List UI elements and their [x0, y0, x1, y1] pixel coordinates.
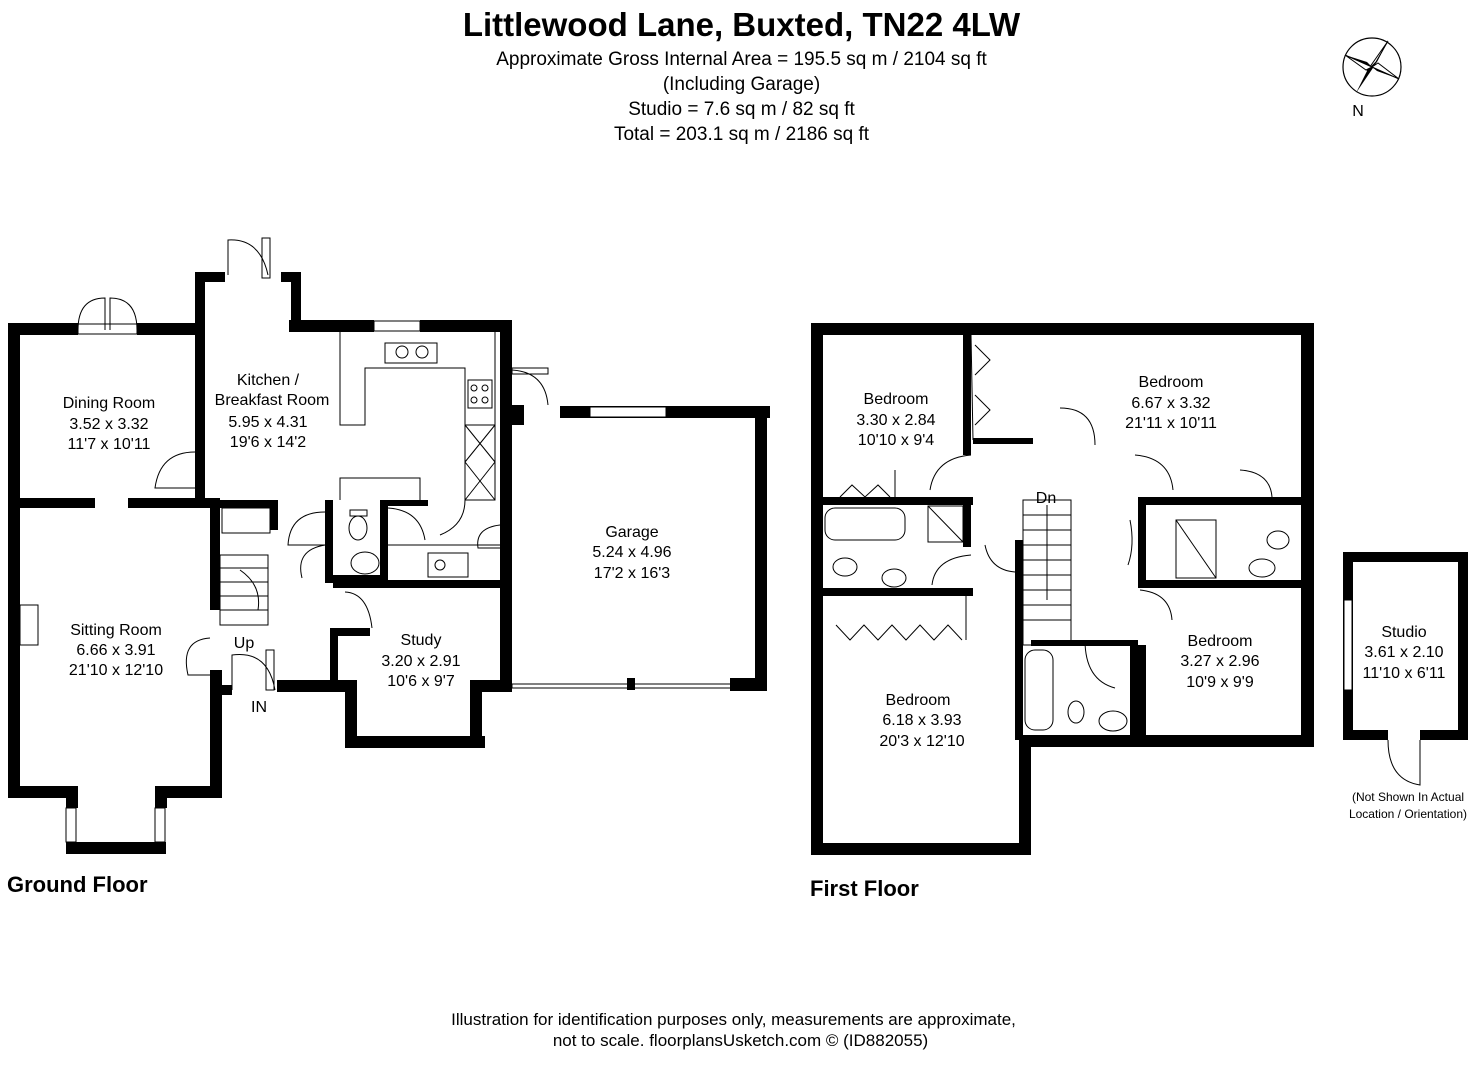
disclaimer-line-1: Illustration for identification purposes… [451, 1010, 1016, 1029]
sitting-room-metric: 6.66 x 3.91 [76, 642, 155, 659]
bedroom-ne-imperial: 21'11 x 10'11 [1125, 415, 1217, 432]
garage-imperial: 17'2 x 16'3 [594, 565, 670, 582]
dining-room-name: Dining Room [63, 395, 155, 412]
entrance-label: IN [251, 699, 267, 716]
garage-name: Garage [605, 524, 658, 541]
first-floor-label: First Floor [810, 876, 919, 901]
studio-walls [1343, 552, 1468, 786]
kitchen-name-2: Breakfast Room [215, 392, 330, 409]
kitchen-metric: 5.95 x 4.31 [228, 414, 307, 431]
studio-name: Studio [1381, 624, 1426, 641]
sitting-room-imperial: 21'10 x 12'10 [69, 662, 163, 679]
stairs-down-label: Dn [1036, 490, 1056, 507]
including-garage: (Including Garage) [662, 74, 821, 95]
bedroom-se-name: Bedroom [1188, 633, 1253, 650]
dining-room-imperial: 11'7 x 10'11 [68, 436, 151, 453]
study-metric: 3.20 x 2.91 [381, 653, 460, 670]
studio-imperial: 11'10 x 6'11 [1363, 665, 1446, 682]
total-area: Total = 203.1 sq m / 2186 sq ft [613, 124, 870, 145]
bedroom-ne-name: Bedroom [1139, 374, 1204, 391]
kitchen-imperial: 19'6 x 14'2 [230, 434, 306, 451]
dining-room-metric: 3.52 x 3.32 [69, 416, 148, 433]
stairs-up-label: Up [234, 635, 255, 652]
bedroom-nw-imperial: 10'10 x 9'4 [858, 432, 934, 449]
studio-note-2: Location / Orientation) [1348, 807, 1468, 821]
bedroom-sw-name: Bedroom [886, 692, 951, 709]
study-name: Study [401, 632, 442, 649]
ground-floor-fixtures [9, 237, 549, 854]
gross-area: Approximate Gross Internal Area = 195.5 … [496, 49, 987, 70]
garage-metric: 5.24 x 4.96 [592, 544, 671, 561]
compass-north-label: N [1352, 103, 1364, 120]
disclaimer-line-2: not to scale. floorplansUsketch.com © (I… [552, 1031, 929, 1050]
compass-icon [1342, 37, 1402, 97]
bedroom-sw-imperial: 20'3 x 12'10 [879, 733, 964, 750]
bedroom-nw-name: Bedroom [864, 391, 929, 408]
first-floor-fixtures [812, 323, 1313, 855]
ground-floor-label: Ground Floor [7, 872, 148, 897]
garage-walls [511, 405, 770, 691]
bedroom-ne-metric: 6.67 x 3.32 [1131, 395, 1210, 412]
bedroom-se-metric: 3.27 x 2.96 [1180, 653, 1259, 670]
bedroom-se-imperial: 10'9 x 9'9 [1186, 674, 1254, 691]
study-imperial: 10'6 x 9'7 [387, 673, 455, 690]
ground-floor-walls [8, 272, 512, 854]
kitchen-name-1: Kitchen / [237, 372, 300, 389]
bedroom-nw-metric: 3.30 x 2.84 [856, 412, 935, 429]
first-floor-walls [811, 323, 1314, 855]
plan-title: Littlewood Lane, Buxted, TN22 4LW [462, 6, 1021, 43]
studio-note-1: (Not Shown In Actual [1351, 790, 1465, 804]
studio-metric: 3.61 x 2.10 [1364, 644, 1443, 661]
bedroom-sw-metric: 6.18 x 3.93 [882, 712, 961, 729]
sitting-room-name: Sitting Room [70, 622, 162, 639]
studio-area: Studio = 7.6 sq m / 82 sq ft [628, 99, 855, 120]
